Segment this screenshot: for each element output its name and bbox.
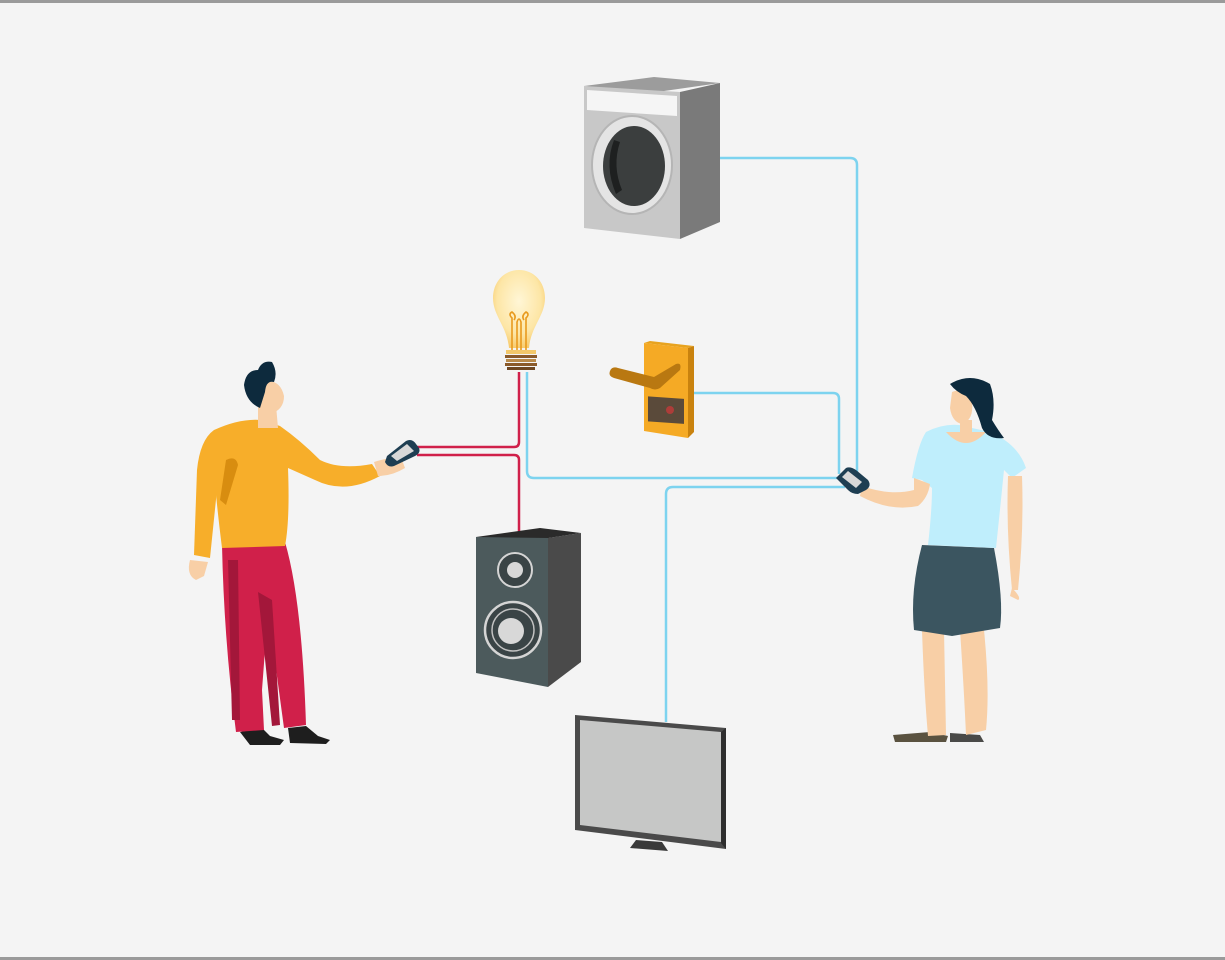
connection-left-phone-to-bulb	[417, 372, 521, 449]
connection-right-phone-to-lock	[693, 391, 841, 474]
left-smartphone-icon	[385, 440, 420, 467]
television-icon	[575, 715, 726, 851]
connection-right-phone-to-washer	[715, 156, 859, 478]
right-smartphone-icon	[836, 467, 870, 494]
connection-right-phone-to-bulb	[525, 372, 845, 480]
connection-right-phone-to-tv	[664, 485, 845, 722]
right-person-figure	[836, 378, 1026, 742]
speaker-icon	[476, 528, 581, 687]
light-bulb-icon	[493, 270, 545, 370]
left-person-figure	[188, 361, 420, 745]
connections	[417, 156, 859, 722]
washing-machine-icon	[584, 77, 720, 239]
door-lock-icon	[609, 341, 694, 438]
connection-left-phone-to-speaker	[417, 453, 521, 535]
